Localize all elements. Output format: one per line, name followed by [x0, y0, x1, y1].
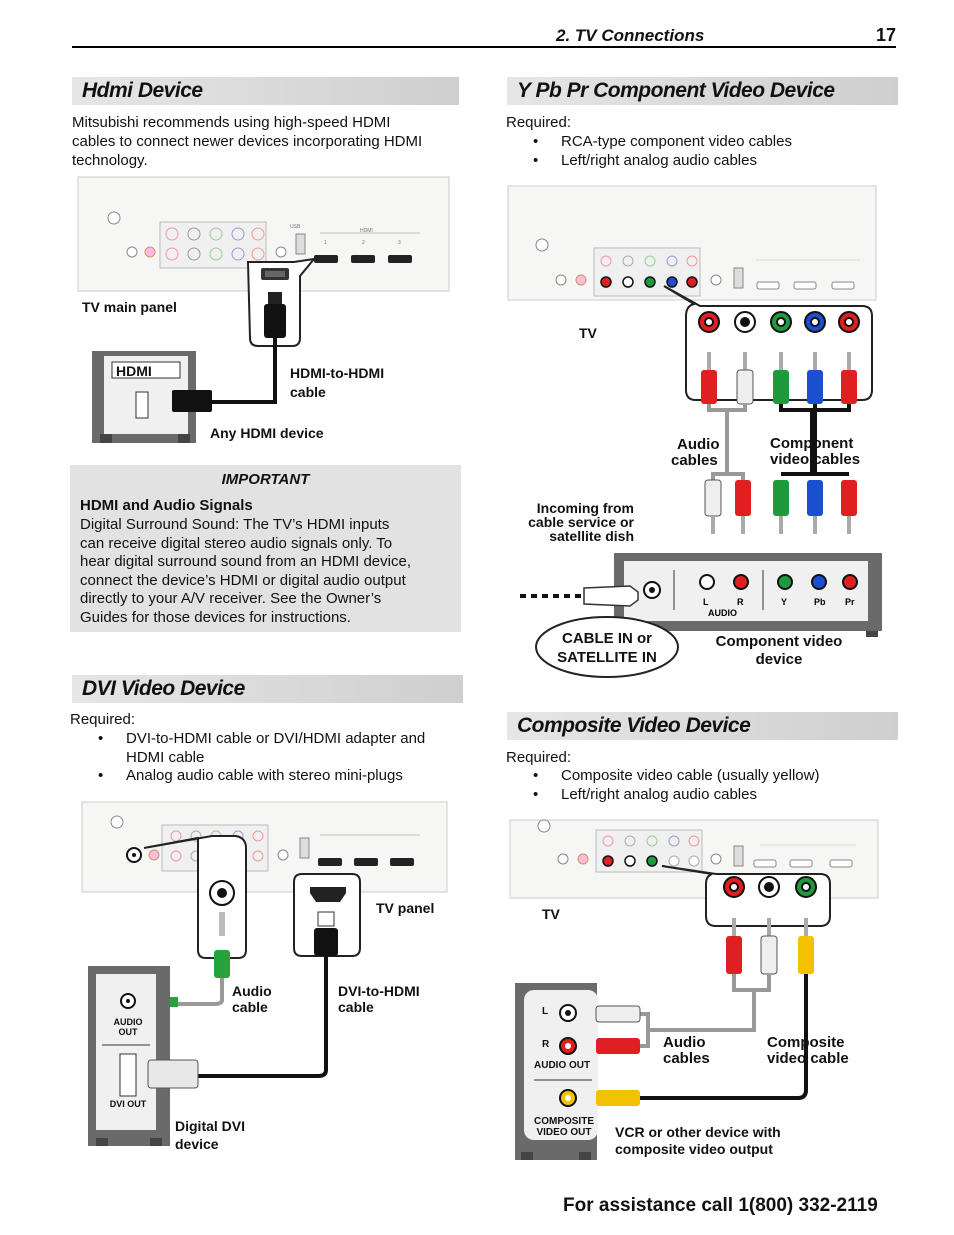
dvi-required: Required:	[70, 711, 136, 728]
composite-audio-out-label: AUDIO OUT	[534, 1060, 591, 1071]
component-jack-pb: Pb	[814, 597, 826, 607]
important-line-1: Digital Surround Sound: The TV’s HDMI in…	[80, 516, 390, 533]
important-subheading: HDMI and Audio Signals	[80, 497, 253, 514]
component-incoming-2: cable service or	[528, 514, 634, 530]
component-incoming-label: Incoming from cable service or satellite…	[506, 501, 634, 543]
component-video-cables-1: Component	[770, 435, 854, 452]
hdmi-intro-2: cables to connect newer devices incorpor…	[72, 133, 423, 150]
cable-in-label: CABLE IN or SATELLITE IN	[536, 629, 678, 667]
component-video-cables-2: video cables	[770, 451, 861, 468]
svg-text:HDMI: HDMI	[360, 228, 373, 234]
important-line-6: Guides for those devices for instruction…	[80, 609, 351, 626]
dvi-item-1a: DVI-to-HDMI cable or DVI/HDMI adapter an…	[98, 729, 425, 748]
dvi-audio-out-label: AUDIO OUT	[108, 1017, 148, 1037]
hdmi-section-bar: Hdmi Device	[72, 77, 459, 105]
component-device-1: Component video	[715, 633, 843, 650]
component-audio-cables-1: Audio	[677, 436, 720, 453]
composite-audio-cables-1: Audio	[663, 1034, 706, 1051]
dvi-audio-out-1: AUDIO	[113, 1017, 143, 1027]
header-rule	[72, 46, 896, 48]
cable-in-2: SATELLITE IN	[557, 649, 657, 666]
dvi-section-title: DVI Video Device	[82, 677, 245, 700]
composite-video-cable-1: Composite	[767, 1034, 845, 1051]
component-incoming-3: satellite dish	[549, 528, 634, 544]
hdmi-intro-1: Mitsubishi recommends using high-speed H…	[72, 114, 391, 131]
composite-audio-cables-2: cables	[663, 1050, 710, 1067]
svg-text:2: 2	[362, 240, 365, 246]
component-jack-l: L	[703, 597, 709, 607]
component-jack-audio: AUDIO	[708, 608, 737, 618]
important-line-5: directly to your A/V receiver. See the O…	[80, 590, 382, 607]
dvi-cable-label-2: cable	[338, 999, 374, 1015]
hdmi-cable-label-2: cable	[290, 384, 326, 400]
dvi-tv-panel-label: TV panel	[376, 900, 435, 916]
component-jack-y: Y	[781, 597, 787, 607]
composite-item-1: Composite video cable (usually yellow)	[533, 766, 820, 785]
dvi-cable-label-1: DVI-to-HDMI	[338, 983, 420, 999]
component-item-1: RCA-type component video cables	[533, 132, 792, 151]
important-box	[70, 465, 461, 632]
dvi-device-label-2: device	[175, 1136, 219, 1152]
important-line-4: connect the device’s HDMI or digital aud…	[80, 572, 406, 589]
hdmi-cable-label-1: HDMI-to-HDMI	[290, 365, 385, 381]
component-section-title: Y Pb Pr Component Video Device	[517, 79, 835, 102]
composite-device-label-2: composite video output	[615, 1141, 773, 1157]
assistance-phone: For assistance call 1(800) 332-2119	[563, 1195, 878, 1216]
composite-item-2: Left/right analog audio cables	[533, 785, 757, 804]
composite-section-title: Composite Video Device	[517, 714, 751, 737]
important-heading: IMPORTANT	[221, 471, 310, 488]
page-number: 17	[876, 25, 897, 45]
dvi-item-1b: HDMI cable	[126, 749, 205, 766]
dvi-audio-cable-1: Audio	[232, 983, 272, 999]
composite-required: Required:	[506, 749, 572, 766]
component-tv-label: TV	[579, 325, 597, 341]
hdmi-logo: HDMI	[116, 363, 152, 379]
composite-r-label: R	[542, 1039, 550, 1050]
component-audio-cables-2: cables	[671, 452, 718, 469]
important-line-2: can receive digital stereo audio signals…	[80, 535, 393, 552]
composite-device-label-1: VCR or other device with	[615, 1124, 781, 1140]
dvi-audio-cable-2: cable	[232, 999, 268, 1015]
hdmi-device-label: Any HDMI device	[210, 425, 324, 441]
important-line-3: hear digital surround sound from an HDMI…	[80, 553, 411, 570]
hdmi-tv-main-panel-label: TV main panel	[82, 299, 177, 315]
composite-section-bar: Composite Video Device	[507, 712, 898, 740]
dvi-audio-out-2: OUT	[118, 1027, 138, 1037]
hdmi-intro-3: technology.	[72, 152, 148, 169]
component-section-bar: Y Pb Pr Component Video Device	[507, 77, 898, 105]
composite-l-label: L	[542, 1006, 549, 1017]
dvi-section-bar: DVI Video Device	[72, 675, 463, 703]
dvi-out-label: DVI OUT	[109, 1099, 147, 1109]
section-header: 2. TV Connections	[556, 26, 705, 45]
dvi-device-label-1: Digital DVI	[175, 1118, 246, 1134]
component-jack-pr: Pr	[845, 597, 855, 607]
composite-video-out-label: COMPOSITE VIDEO OUT	[532, 1116, 596, 1138]
component-device-2: device	[755, 651, 803, 668]
cable-in-1: CABLE IN or	[562, 630, 652, 647]
composite-video-cable-2: video cable	[767, 1050, 849, 1067]
dvi-item-2: Analog audio cable with stereo mini-plug…	[98, 766, 403, 785]
component-required: Required:	[506, 114, 572, 131]
composite-video-out-2: VIDEO OUT	[536, 1127, 592, 1138]
hdmi-section-title: Hdmi Device	[82, 79, 203, 102]
composite-video-out-1: COMPOSITE	[533, 1116, 594, 1127]
hdmi-usb-label: USB	[290, 224, 301, 230]
component-jack-r: R	[737, 597, 744, 607]
svg-text:3: 3	[398, 240, 401, 246]
composite-tv-label: TV	[542, 906, 560, 922]
svg-text:1: 1	[324, 240, 327, 246]
component-incoming-1: Incoming from	[536, 500, 634, 516]
component-item-2: Left/right analog audio cables	[533, 151, 757, 170]
component-device-label: Component video device	[706, 633, 852, 669]
